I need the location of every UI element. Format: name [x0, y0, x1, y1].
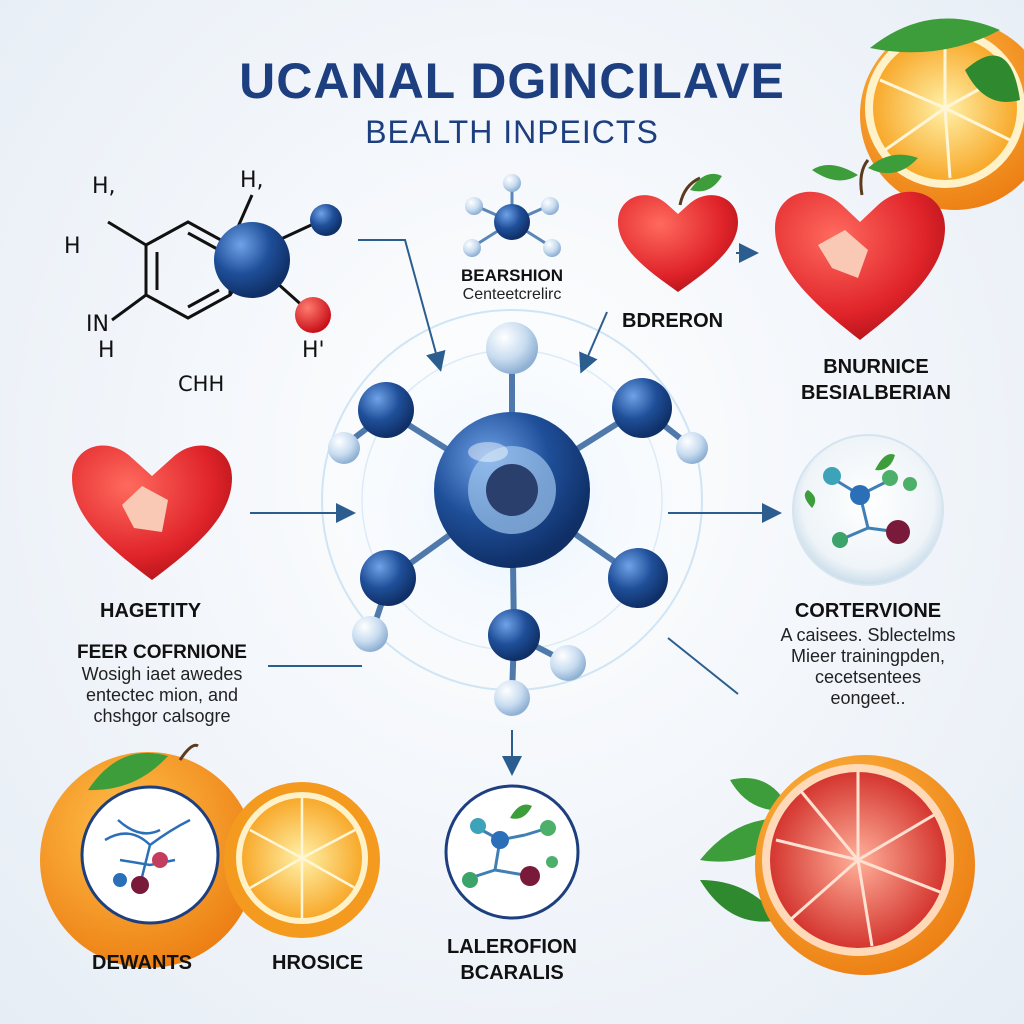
orange-half-bottom	[224, 782, 380, 938]
right-text-line-3: cecetsentees	[814, 667, 922, 687]
bottom-center-label: LALEROFION BCARALIS	[402, 934, 622, 986]
right-text-title: CORTERVIONE	[794, 600, 942, 622]
molecule-bubble-right	[792, 434, 944, 586]
right-text-block: CORTERVIONE A caisees. Sblectelms Mieer …	[752, 600, 984, 709]
small-molecule-top	[463, 174, 561, 257]
right-text-line-4: eongeet..	[830, 688, 906, 708]
page-subtitle: BEALTH INPEICTS	[365, 114, 659, 150]
orange-bottom-left	[40, 743, 256, 968]
bottom-left-label: DEWANTS	[92, 952, 192, 974]
left-text-title: FEER COFRNIONE	[77, 642, 247, 663]
left-text-block: FEER COFRNIONE Wosigh iaet awedes entect…	[62, 642, 262, 727]
molecule-label: BEARSHION Centeetcrelirc	[402, 266, 622, 304]
atom-label-h5: H'	[302, 338, 325, 363]
molecule-badge-bottom	[444, 784, 580, 920]
grapefruit-bottom-right	[700, 755, 975, 975]
heart-label: BDRERON	[622, 310, 724, 332]
connector-arrows	[250, 239, 782, 776]
right-text-line-1: A caisees. Sblectelms	[780, 625, 956, 645]
page-title: UCANAL DGINCILAVE	[239, 53, 785, 109]
central-molecule	[328, 322, 708, 716]
heart-left-icon	[72, 445, 232, 580]
bottom-center-line2: BCARALIS	[460, 962, 564, 984]
heart-small-icon	[618, 173, 738, 292]
bottom-orange-label: HROSICE	[272, 952, 364, 974]
molecule-label-title: BEARSHION	[460, 266, 563, 285]
atom-label-h3: H	[64, 234, 81, 259]
right-top-title-line1: BNURNICE	[823, 356, 929, 378]
left-text-line-2: entectec mion, and	[85, 685, 239, 705]
right-top-title-line2: BESIALBERIAN	[800, 382, 951, 404]
left-heart-label: HAGETITY	[100, 600, 202, 622]
formula-label: CHH	[178, 372, 225, 396]
heart-large-icon	[775, 154, 945, 340]
atom-label-h4: H	[98, 338, 115, 363]
bottom-center-line1: LALEROFION	[447, 936, 577, 958]
right-top-title: BNURNICE BESIALBERIAN	[786, 354, 966, 406]
atom-label-h2: H,	[240, 168, 264, 193]
benzene-structure	[107, 194, 323, 322]
atom-label-h1: H,	[92, 174, 116, 199]
left-text-line-1: Wosigh iaet awedes	[81, 664, 243, 684]
atom-label-in: IN	[86, 312, 109, 337]
left-text-line-3: chshgor calsogre	[93, 706, 231, 726]
structure-atoms	[214, 204, 342, 333]
right-text-line-2: Mieer trainingpden,	[790, 646, 946, 666]
molecule-label-sub: Centeetcrelirc	[462, 286, 562, 303]
